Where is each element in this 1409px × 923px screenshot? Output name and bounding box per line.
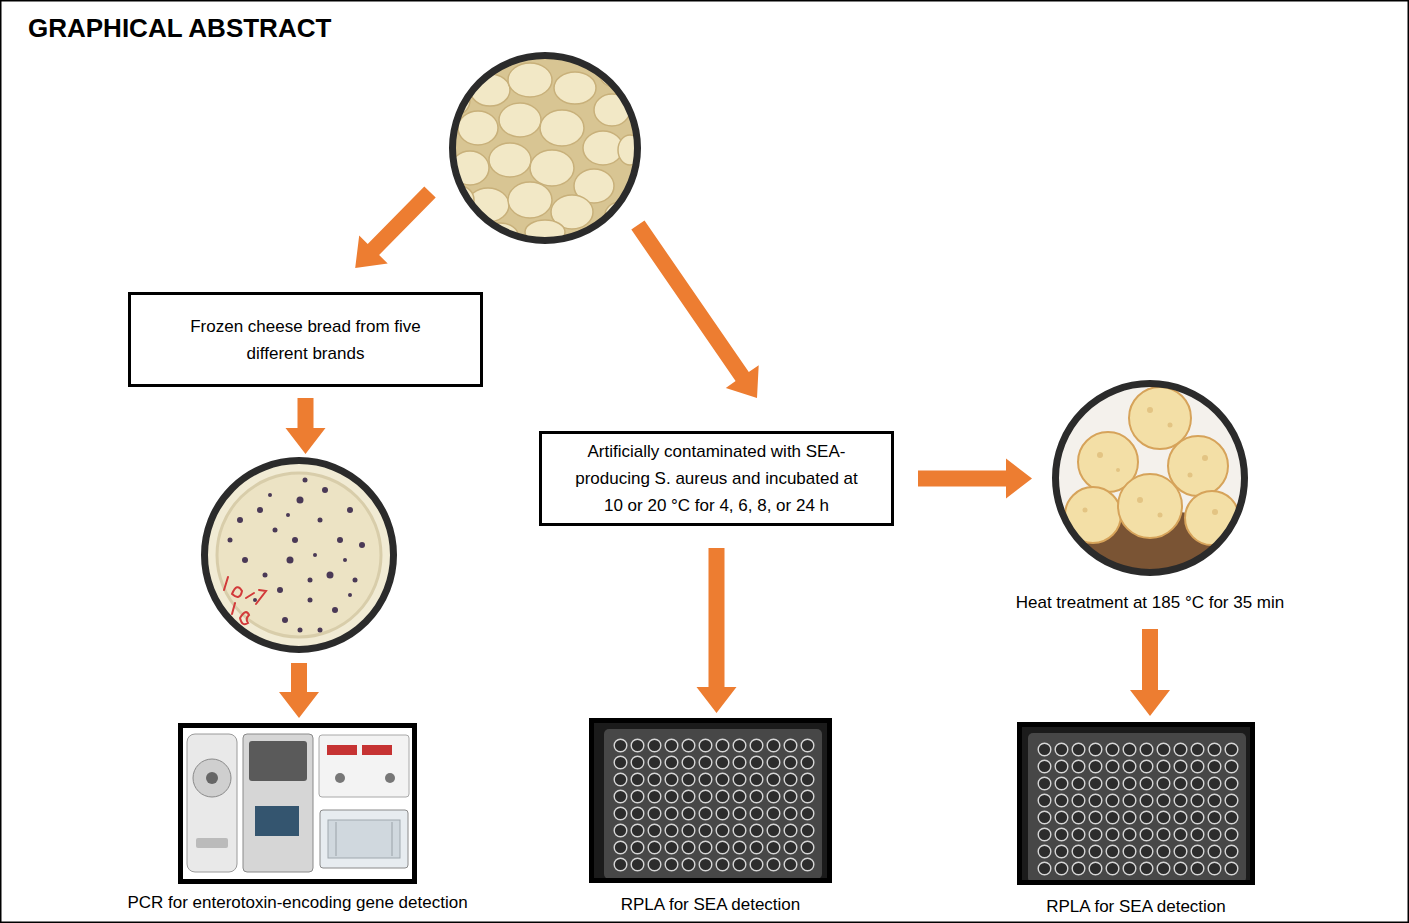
baked-bread-photo [1040,380,1260,610]
flow-arrow [1130,629,1170,716]
box-text: Frozen cheese bread from five different … [171,313,440,367]
caption-holder: RPLA for SEA detection [1046,897,1226,917]
box-label: Frozen cheese bread from five different … [171,313,440,367]
process-box: Artificially contaminated with SEA-produ… [539,431,894,526]
photo-box: RPLA for SEA detection [1017,722,1255,885]
photo-circle [201,457,397,653]
flow-arrow [355,186,436,268]
caption-holder: RPLA for SEA detection [621,895,801,915]
photo-caption: PCR for enterotoxin-encoding gene detect… [127,893,467,913]
process-box: Frozen cheese bread from five different … [128,292,483,387]
diagram-title: GRAPHICAL ABSTRACT [28,13,331,44]
photo-box: RPLA for SEA detection [589,718,832,883]
photo-caption: Heat treatment at 185 °C for 35 min [1016,593,1285,613]
flow-arrow [286,398,326,454]
photo-caption: RPLA for SEA detection [621,895,801,915]
box-label: Artificially contaminated with SEA-produ… [570,438,863,519]
rpla-plate-photo [1017,722,1255,885]
flow-arrow [697,548,737,713]
caption-holder: Heat treatment at 185 °C for 35 min [1016,593,1285,613]
flow-arrow [918,459,1032,499]
flow-arrow [631,221,758,399]
box-text: Artificially contaminated with SEA-produ… [570,438,863,519]
rpla-plate-photo [589,718,832,883]
caption-holder: PCR for enterotoxin-encoding gene detect… [127,893,467,913]
photo-circle [449,52,641,244]
pcr-equipment-photo [178,723,417,884]
photo-box: PCR for enterotoxin-encoding gene detect… [178,723,417,884]
flow-arrow [279,663,319,718]
dough-balls-photo [446,52,642,247]
petri-dish-photo [201,457,397,653]
photo-circle: Heat treatment at 185 °C for 35 min [1052,380,1248,576]
photo-caption: RPLA for SEA detection [1046,897,1226,917]
